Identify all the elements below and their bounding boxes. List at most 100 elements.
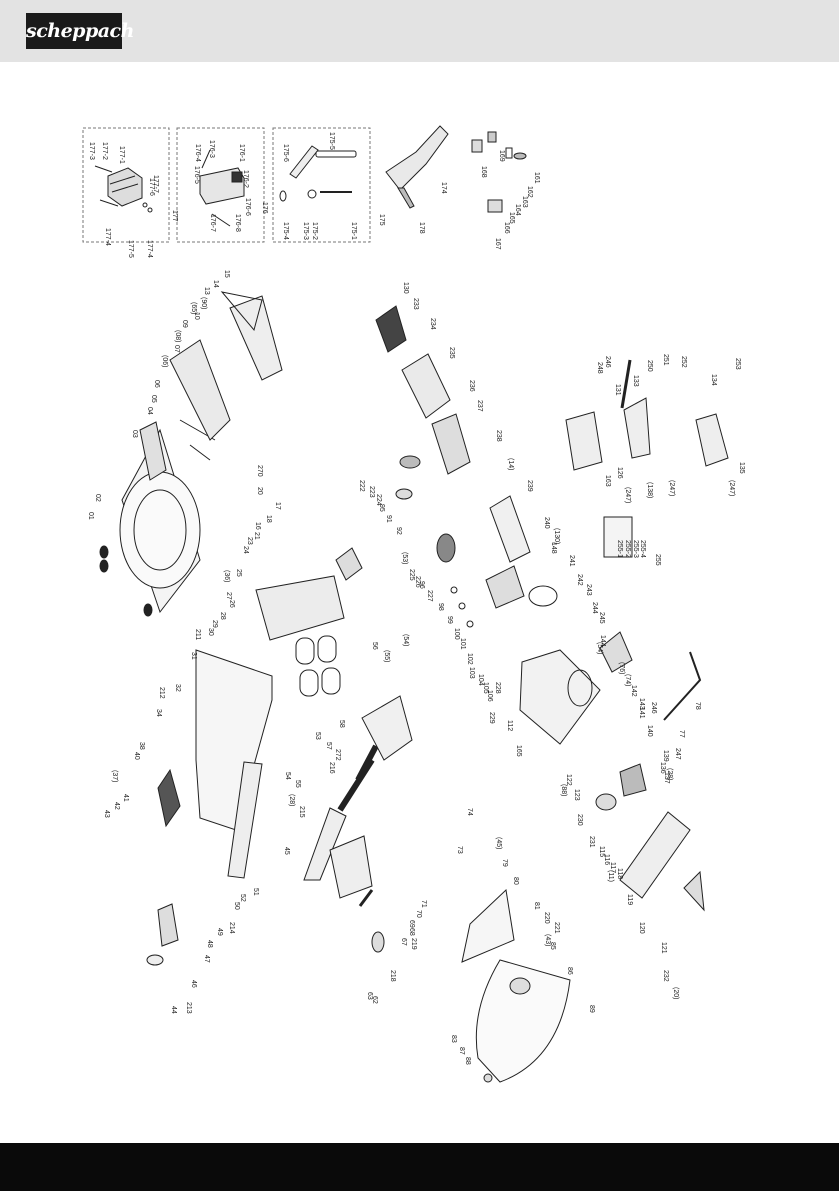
part-number-label: 248 [596,362,603,374]
accessory-box-175 [272,127,371,243]
part-number-label: (20) [672,987,679,999]
part-number-label: 136 [659,762,666,774]
part-number-label: 112 [506,720,513,731]
part-number-label: 04 [146,407,153,415]
part-number-label: 244 [591,602,598,614]
part-number-label: 40 [133,752,140,760]
part-number-label: 227 [426,590,433,602]
part-number-label: 233 [412,298,419,310]
part-number-label: 30 [207,628,214,636]
part-number-label: (11) [607,870,614,882]
part-number-label: 96 [418,581,425,589]
part-number-label: 165 [508,212,515,224]
part-number-label: 31 [190,652,197,660]
part-number-label: 38 [138,742,145,750]
part-number-label: 234 [429,318,436,330]
part-number-label: 252 [680,356,687,368]
part-number-label: 85 [549,942,556,950]
part-number-label: 223 [368,486,375,498]
part-number-label: 57 [325,742,332,750]
part-number-label: 03 [131,430,138,438]
part-number-label: 236 [468,380,475,392]
part-number-label: 42 [113,802,120,810]
part-number-label: 177-4 [146,240,153,258]
part-number-label: 116 [603,854,610,865]
part-number-label: (28) [666,768,673,780]
callout-layer: 177-1177-2177-3177-4177-5177-6177-717717… [87,132,745,1065]
part-number-label: 49 [216,928,223,936]
part-number-label: 130 [402,282,409,294]
part-number-label: 164 [514,204,521,216]
part-number-label: 225 [408,569,415,581]
part-number-label: 224 [375,494,382,506]
part-number-label: (36) [223,570,230,582]
part-number-label: (06) [161,355,168,367]
part-number-label: 46 [190,980,197,988]
part-number-label: 134 [710,374,717,386]
part-number-label: 70 [415,910,422,918]
part-number-label: 232 [662,970,669,982]
part-number-label: 73 [456,846,463,854]
part-number-label: 176-3 [208,140,215,158]
part-number-label: (37) [111,770,118,782]
part-number-label: 86 [566,967,573,975]
part-number-label: (247) [668,480,675,496]
part-number-label: 176-8 [234,214,241,232]
part-number-label: 34 [155,709,162,717]
footer-band [0,1143,839,1191]
part-number-label: 163 [604,475,611,487]
part-number-label: 255-3 [632,540,639,558]
part-number-label: 83 [450,1035,457,1043]
part-number-label: 165 [515,745,522,757]
part-number-label: 242 [576,574,583,586]
part-number-label: (247) [624,487,631,503]
part-number-label: (88) [560,784,567,796]
part-number-label: 62 [371,996,378,1004]
part-number-label: 45 [283,847,290,855]
part-number-label: 79 [501,859,508,867]
part-number-label: 21 [253,532,260,540]
part-number-label: 245 [598,612,605,624]
part-number-label: 135 [738,462,745,474]
part-number-label: 02 [94,494,101,502]
part-number-label: 177-6 [148,178,155,196]
part-number-label: 176-1 [238,144,245,162]
part-number-label: 214 [228,922,235,934]
part-number-label: 23 [246,537,253,545]
part-number-label: 139 [662,750,669,762]
part-number-label: 58 [338,720,345,728]
part-number-label: 101 [459,638,466,650]
part-number-label: 176-4 [194,144,201,162]
part-number-label: 220 [543,912,550,924]
part-number-label: 141 [638,707,645,719]
part-number-label: 222 [358,480,365,492]
part-number-label: 237 [476,400,483,412]
blade-guards [461,888,571,1083]
part-number-label: 06 [153,380,160,388]
part-number-label: 16 [254,522,261,530]
part-number-label: (45) [495,837,502,849]
part-number-label: 226 [414,576,421,588]
part-number-label: 163 [521,196,528,208]
part-number-label: 26 [228,600,235,608]
base-assembly [99,291,283,617]
accessory-box-176 [176,127,265,243]
part-number-label: 175 [378,214,385,226]
scheppach-logo: scheppach [26,13,134,49]
part-number-label: 05 [150,395,157,403]
part-number-label: 69 [408,920,415,928]
part-number-label: 78 [694,702,701,710]
part-number-label: 77 [678,730,685,738]
part-number-label: 137 [663,772,670,784]
part-number-label: 95 [378,504,385,512]
table-assembly [595,631,705,912]
part-number-label: 56 [371,642,378,650]
part-number-label: 175-6 [282,144,289,162]
part-number-label: 09 [181,320,188,328]
part-number-label: 175-3 [302,222,309,240]
part-number-label: 255-2 [624,540,631,558]
part-number-label: 255-1 [616,540,623,558]
part-number-label: 168 [480,166,487,178]
part-number-label: 27 [225,592,232,600]
part-number-label: 143 [638,698,645,710]
